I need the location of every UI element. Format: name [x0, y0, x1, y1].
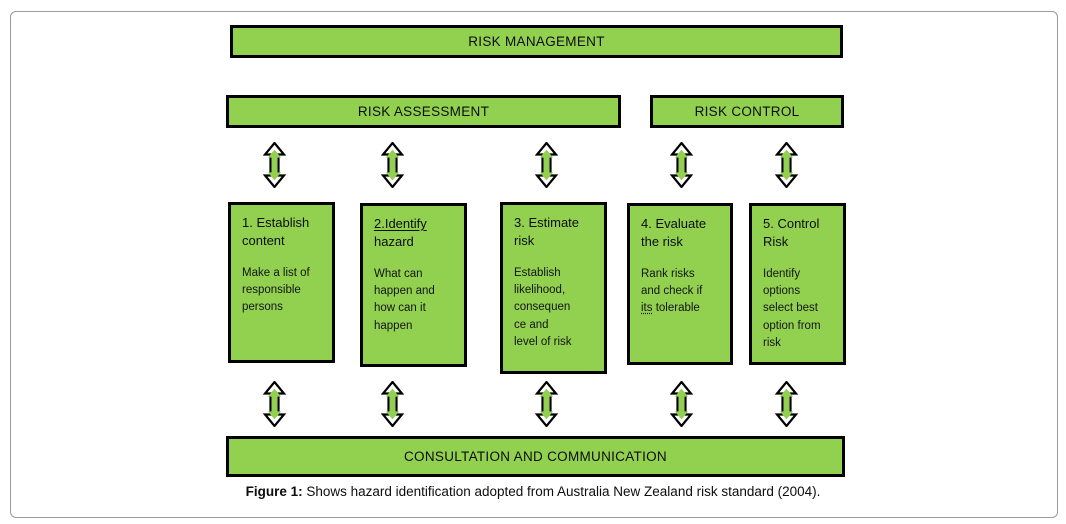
double-arrow-icon	[775, 142, 798, 188]
step-2-body: What can happen and how can it happen	[374, 267, 435, 332]
step-4-evaluate-risk-box: 4. Evaluate the risk Rank risks and chec…	[627, 203, 733, 365]
step-3-body: Establish likelihood, consequen ce and l…	[514, 266, 572, 348]
double-arrow-icon	[670, 142, 693, 188]
double-arrow-icon	[775, 381, 798, 427]
step-1-establish-content-box: 1. Establish content Make a list of resp…	[228, 202, 335, 363]
consultation-communication-box: CONSULTATION AND COMMUNICATION	[226, 436, 845, 477]
figure-caption-prefix: Figure 1:	[245, 484, 303, 499]
step-4-body-after: tolerable	[652, 302, 700, 315]
consultation-communication-label: CONSULTATION AND COMMUNICATION	[403, 449, 667, 464]
double-arrow-icon	[381, 381, 404, 427]
step-3-heading: 3. Estimate risk	[514, 215, 580, 248]
double-arrow-icon	[263, 142, 286, 188]
page-frame	[10, 11, 1058, 518]
double-arrow-icon	[535, 381, 558, 427]
risk-management-label: RISK MANAGEMENT	[468, 34, 605, 49]
step-4-heading: 4. Evaluate the risk	[641, 216, 707, 249]
double-arrow-icon	[535, 142, 558, 188]
step-2-heading-underlined: 2.Identify	[374, 216, 427, 231]
step-4-body-before: Rank risks and check if	[641, 267, 703, 298]
step-2-heading: 2.Identify hazard	[374, 215, 458, 251]
step-4-body-underlined: its	[641, 302, 653, 315]
step-1-heading: 1. Establish content	[242, 215, 310, 248]
figure-caption: Figure 1: Shows hazard identification ad…	[10, 484, 1056, 499]
double-arrow-icon	[670, 381, 693, 427]
risk-assessment-label: RISK ASSESSMENT	[357, 104, 490, 119]
double-arrow-icon	[381, 142, 404, 188]
step-2-identify-hazard-box: 2.Identify hazard What can happen and ho…	[360, 203, 467, 367]
risk-control-label: RISK CONTROL	[694, 104, 800, 119]
step-3-estimate-risk-box: 3. Estimate risk Establish likelihood, c…	[500, 202, 607, 374]
step-1-body: Make a list of responsible persons	[242, 266, 310, 314]
risk-management-box: RISK MANAGEMENT	[230, 25, 843, 58]
step-2-heading-rest: hazard	[374, 233, 414, 249]
risk-assessment-box: RISK ASSESSMENT	[226, 95, 621, 128]
risk-control-box: RISK CONTROL	[650, 95, 844, 128]
step-5-body: Identify options select best option from…	[763, 267, 821, 349]
step-5-heading: 5. Control Risk	[763, 216, 820, 249]
step-5-control-risk-box: 5. Control Risk Identify options select …	[749, 203, 846, 365]
figure-caption-text: Shows hazard identification adopted from…	[302, 484, 821, 499]
step-4-body: Rank risks and check if its tolerable	[641, 266, 724, 318]
double-arrow-icon	[263, 381, 286, 427]
